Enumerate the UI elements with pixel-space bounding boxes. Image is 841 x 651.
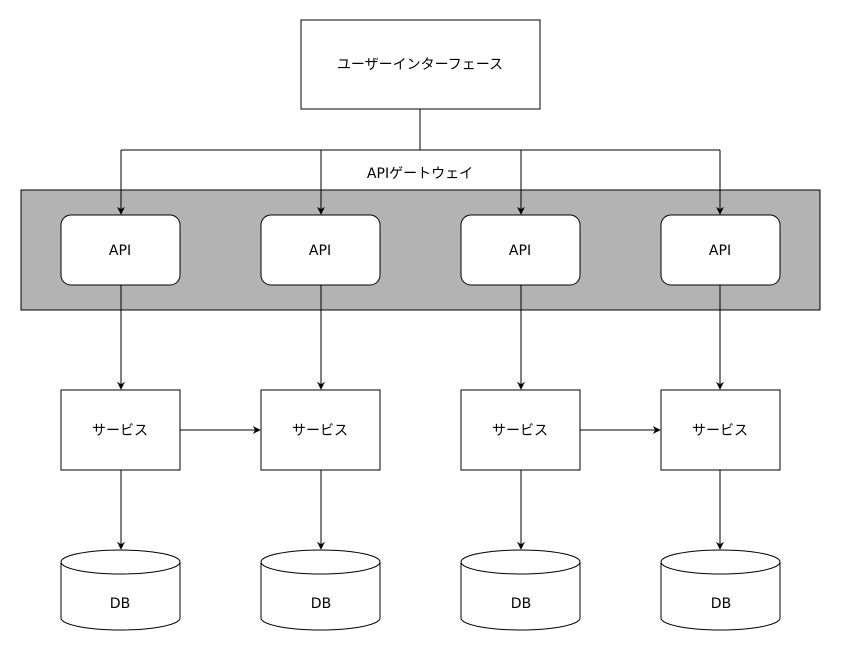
db-label: DB: [511, 596, 531, 612]
service-node: サービス: [460, 389, 581, 471]
api-label: API: [709, 243, 731, 259]
api-gateway-label: APIゲートウェイ: [367, 166, 473, 182]
api-node: API: [60, 214, 181, 286]
ui-connectors: [117, 109, 724, 215]
service-label: サービス: [92, 423, 148, 439]
api-node: API: [260, 214, 381, 286]
service-label: サービス: [692, 423, 748, 439]
database-cylinder: DB: [60, 549, 181, 631]
service-node: サービス: [660, 389, 781, 471]
api-label: API: [309, 243, 331, 259]
database-cylinder: DB: [460, 549, 581, 631]
db-label: DB: [110, 596, 130, 612]
api-node: API: [460, 214, 581, 286]
ui-box: [300, 19, 541, 110]
api-service-connectors: [117, 285, 724, 390]
service-db-connectors: [117, 470, 724, 550]
db-label: DB: [311, 596, 331, 612]
service-node: サービス: [260, 389, 381, 471]
api-label: API: [509, 243, 531, 259]
db-label: DB: [711, 596, 731, 612]
database-cylinder: DB: [260, 549, 381, 631]
service-label: サービス: [492, 423, 548, 439]
service-label: サービス: [292, 423, 348, 439]
api-node: API: [660, 214, 781, 286]
ui-label: ユーザーインターフェース: [337, 57, 503, 73]
service-node: サービス: [60, 389, 181, 471]
database-cylinder: DB: [660, 549, 781, 631]
api-label: API: [109, 243, 131, 259]
